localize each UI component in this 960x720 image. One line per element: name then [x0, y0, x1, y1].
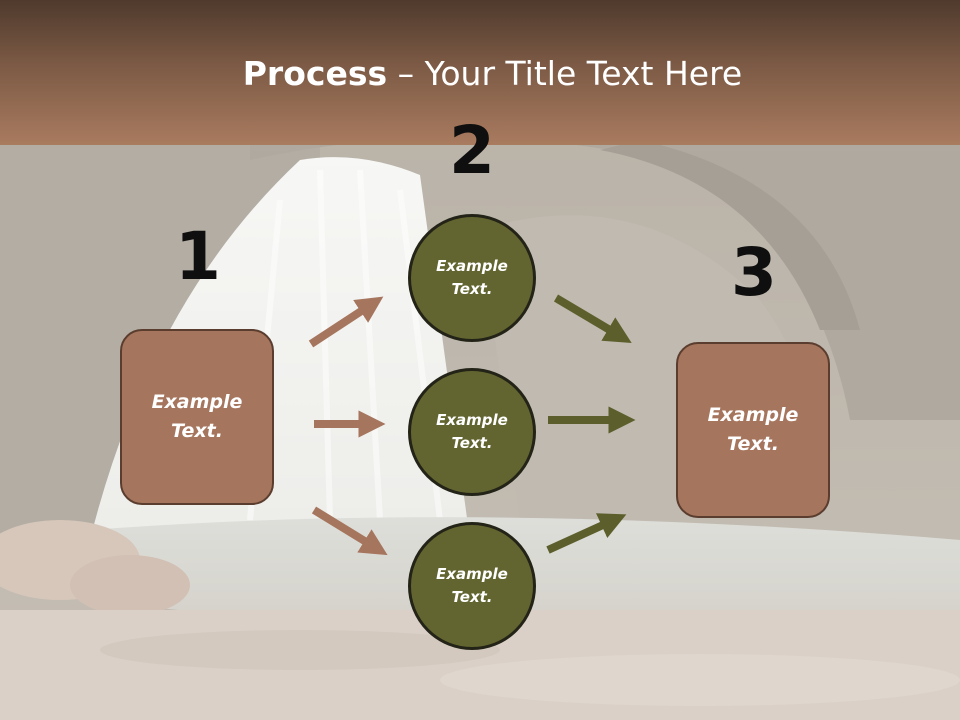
title-bar	[0, 0, 960, 145]
circle-middle-line2: Text.	[451, 434, 493, 452]
arrow-top-to-right	[553, 294, 632, 343]
circle-bottom-text: Example Text.	[436, 563, 508, 609]
circle-bottom-line2: Text.	[451, 588, 493, 606]
circle-bottom[interactable]: Example Text.	[408, 522, 536, 650]
arrow-left-to-bottom	[311, 506, 388, 556]
left-step-box[interactable]: Example Text.	[120, 329, 274, 505]
left-box-line1: Example	[151, 391, 243, 413]
step-number-2: 2	[449, 112, 495, 189]
circle-top-text: Example Text.	[436, 255, 508, 301]
title-bold-word: Process	[242, 54, 388, 93]
left-box-text: Example Text.	[152, 388, 243, 446]
arrow-bottom-to-right	[546, 513, 627, 554]
step-number-3: 3	[731, 234, 777, 311]
right-step-box[interactable]: Example Text.	[676, 342, 830, 518]
circle-middle-text: Example Text.	[436, 409, 508, 455]
slide-title: Process – Your Title Text Here	[0, 52, 960, 96]
circle-middle-line1: Example	[436, 411, 508, 429]
circle-middle[interactable]: Example Text.	[408, 368, 536, 496]
step-number-1: 1	[175, 218, 221, 295]
left-box-line2: Text.	[171, 420, 223, 442]
arrow-left-to-top	[308, 296, 384, 348]
circle-top-line1: Example	[436, 257, 508, 275]
title-rest: – Your Title Text Here	[387, 54, 743, 93]
circle-bottom-line1: Example	[436, 565, 508, 583]
circle-top[interactable]: Example Text.	[408, 214, 536, 342]
circle-top-line2: Text.	[451, 280, 493, 298]
right-box-line1: Example	[707, 404, 799, 426]
right-box-line2: Text.	[727, 433, 779, 455]
right-box-text: Example Text.	[708, 401, 799, 459]
